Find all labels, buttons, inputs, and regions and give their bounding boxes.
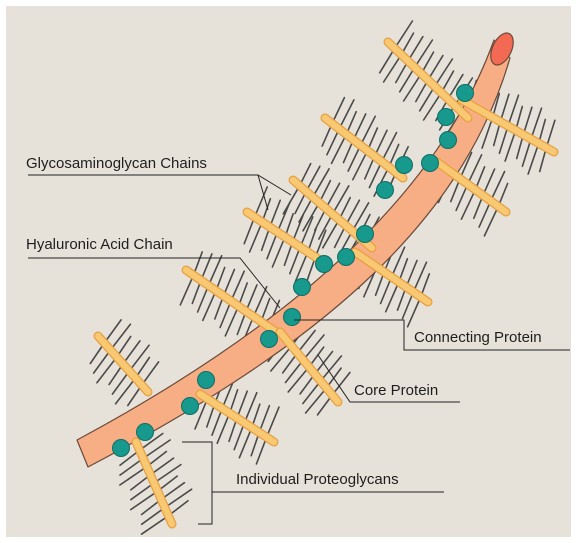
gag-chain-strand (333, 186, 349, 214)
gag-chain-strand (415, 40, 433, 67)
connecting-protein-sphere (316, 256, 333, 273)
gag-chain-strand (288, 367, 309, 392)
gag-chain-strand (395, 21, 413, 48)
leader-gag-chains (28, 175, 291, 195)
gag-chain-strand (303, 335, 324, 360)
gag-chain-strand (165, 489, 192, 507)
connecting-protein-sphere (457, 85, 474, 102)
label-glycosaminoglycan-chains: Glycosaminoglycan Chains (26, 155, 207, 173)
leader-individual-proteoglycans (182, 442, 212, 524)
connecting-protein-sphere (438, 109, 455, 126)
connecting-protein-sphere (440, 132, 457, 149)
connecting-protein-sphere (198, 372, 215, 389)
label-hyaluronic-acid-chain: Hyaluronic Acid Chain (26, 236, 173, 254)
core-protein-rod (98, 336, 148, 392)
gag-chain-strand (313, 169, 329, 197)
label-connecting-protein: Connecting Protein (414, 329, 542, 347)
gag-chain-strand (180, 275, 193, 305)
connecting-protein-sphere (294, 279, 311, 296)
connecting-protein-sphere (357, 226, 374, 243)
connecting-protein-sphere (182, 398, 199, 415)
core-protein-rod (325, 118, 403, 178)
connecting-protein-sphere (422, 155, 439, 172)
gag-chain-strand (154, 465, 181, 483)
gag-chain-strand (129, 345, 149, 371)
connecting-protein-sphere (396, 157, 413, 174)
gag-chain-strand (120, 467, 147, 485)
label-individual-proteoglycans: Individual Proteoglycans (236, 471, 399, 489)
connecting-protein-sphere (137, 424, 154, 441)
gag-chain-strand (111, 324, 131, 350)
label-core-protein: Core Protein (354, 382, 438, 400)
gag-chain-strand (435, 59, 453, 86)
gag-chain-strand (267, 407, 279, 437)
connecting-protein-sphere (284, 309, 301, 326)
connecting-protein-sphere (113, 440, 130, 457)
core-protein-rod (136, 442, 172, 524)
gag-chain-strand (142, 516, 169, 534)
connecting-protein-sphere (261, 331, 278, 348)
gag-chain-strand (505, 130, 516, 161)
connecting-protein-sphere (377, 182, 394, 199)
gag-chain-strand (306, 388, 327, 413)
gag-chain-strand (131, 491, 158, 509)
core-protein-rod (388, 42, 468, 118)
gag-chain-strand (528, 143, 539, 174)
gag-chain-strand (143, 440, 170, 458)
leader-hyaluronic-acid (28, 258, 280, 308)
gag-chain-strand (321, 356, 342, 381)
core-protein-rod (200, 394, 274, 442)
gag-chain-strand (531, 108, 542, 139)
connecting-protein-sphere (338, 249, 355, 266)
gag-chain-strand (508, 95, 519, 126)
